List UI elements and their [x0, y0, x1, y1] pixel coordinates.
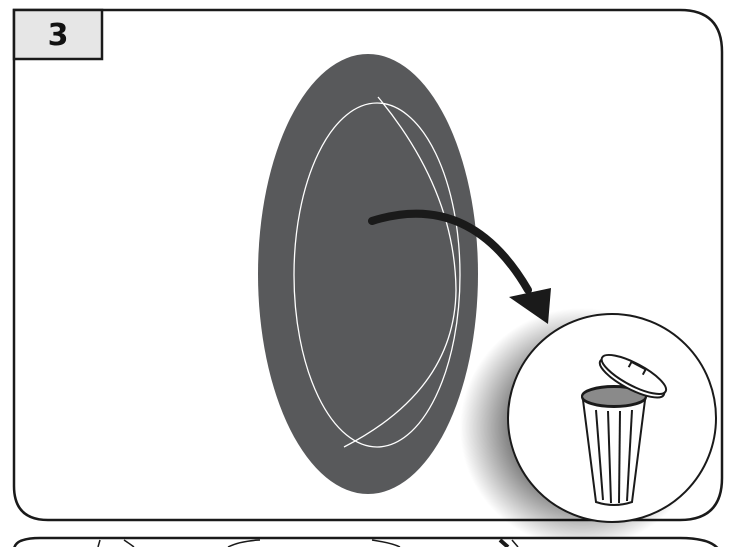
curved-arrow-icon: [368, 209, 551, 324]
trash-bin-icon: [581, 353, 668, 506]
next-panel-preview: [13, 536, 719, 547]
trash-inset: [460, 308, 717, 547]
round-filter-disc: [258, 54, 478, 494]
step-number-tab: [12, 8, 104, 61]
